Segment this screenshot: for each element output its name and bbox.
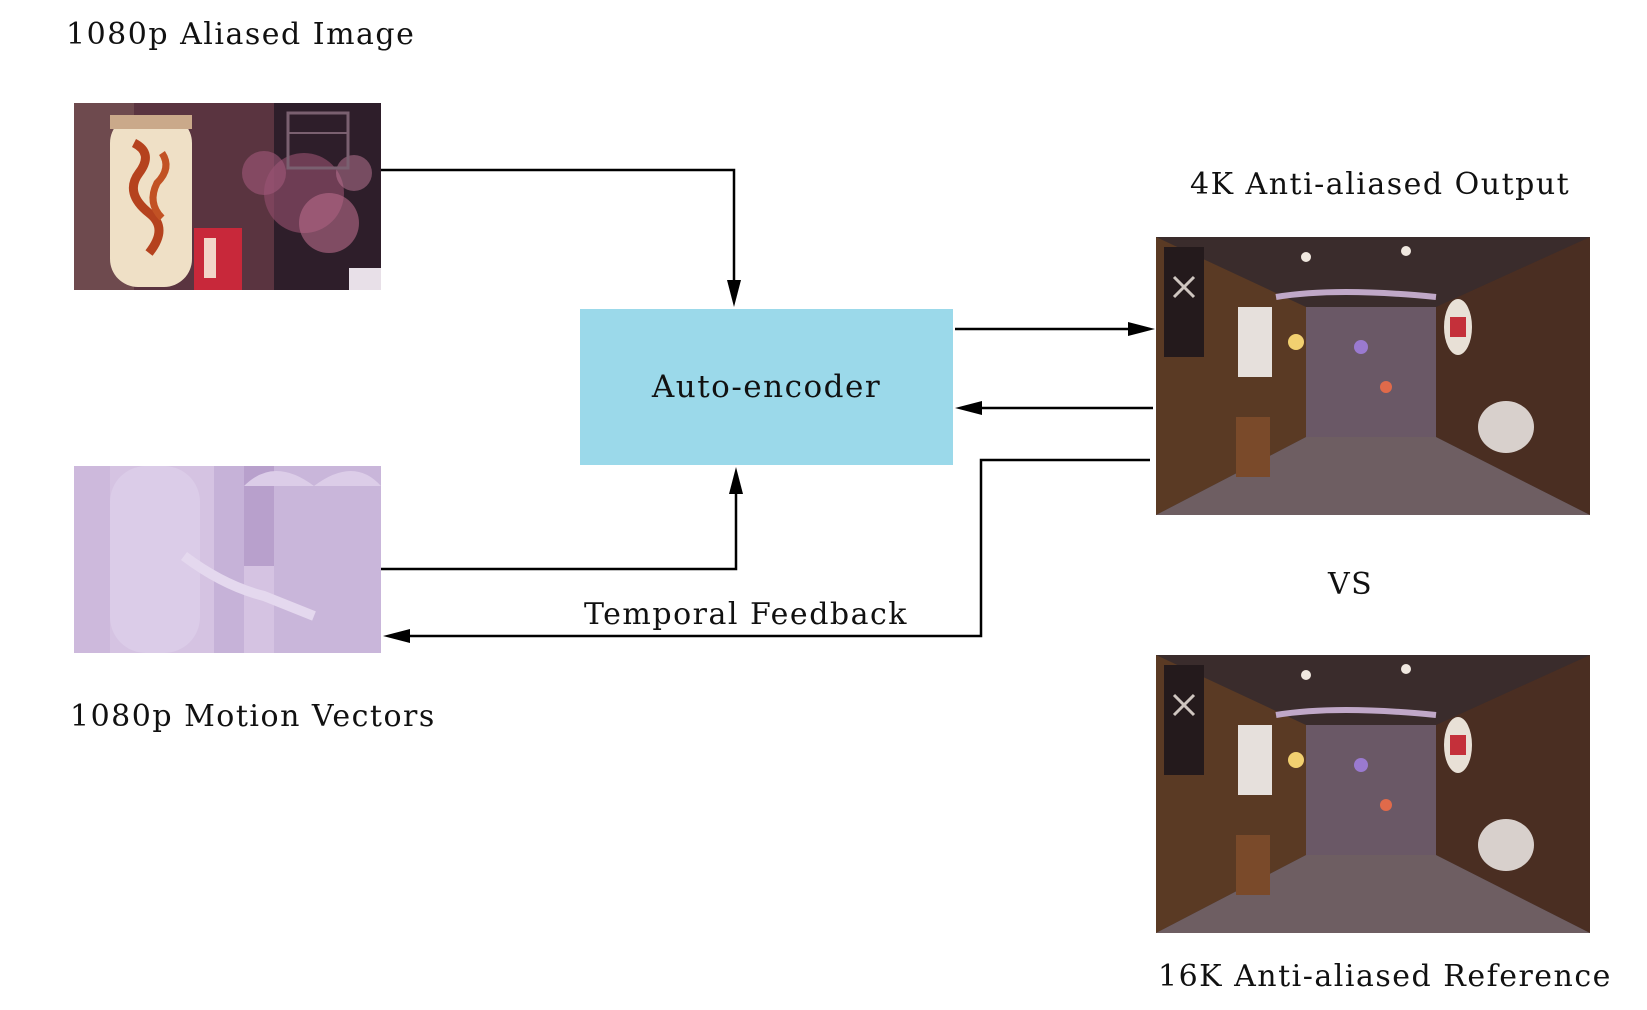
arrow-head-feedback [383,629,410,643]
arrow-motion-to-encoder [381,484,738,571]
aliased-image [74,103,381,290]
arrow-head-encoder-return [955,401,982,415]
arrow-head-aliased [727,280,741,307]
vs-label: VS [1328,567,1374,602]
arrow-aliased-to-encoder [381,168,736,290]
aliased-image-art [74,103,381,290]
temporal-feedback-label: Temporal Feedback [584,597,908,632]
output-4k-image [1156,237,1590,515]
output-4k-label: 4K Anti-aliased Output [1190,167,1571,202]
motion-vectors-art [74,466,381,653]
reference-16k-label: 16K Anti-aliased Reference [1158,959,1612,994]
motion-vectors-image [74,466,381,653]
arrow-head-motion [729,467,743,494]
output-4k-art [1156,237,1590,515]
auto-encoder-block: Auto-encoder [580,309,953,465]
reference-16k-art [1156,655,1590,933]
auto-encoder-label: Auto-encoder [651,369,882,405]
aliased-image-label: 1080p Aliased Image [66,17,416,52]
arrow-head-output [1128,322,1155,336]
reference-16k-image [1156,655,1590,933]
motion-vectors-label: 1080p Motion Vectors [70,699,436,734]
